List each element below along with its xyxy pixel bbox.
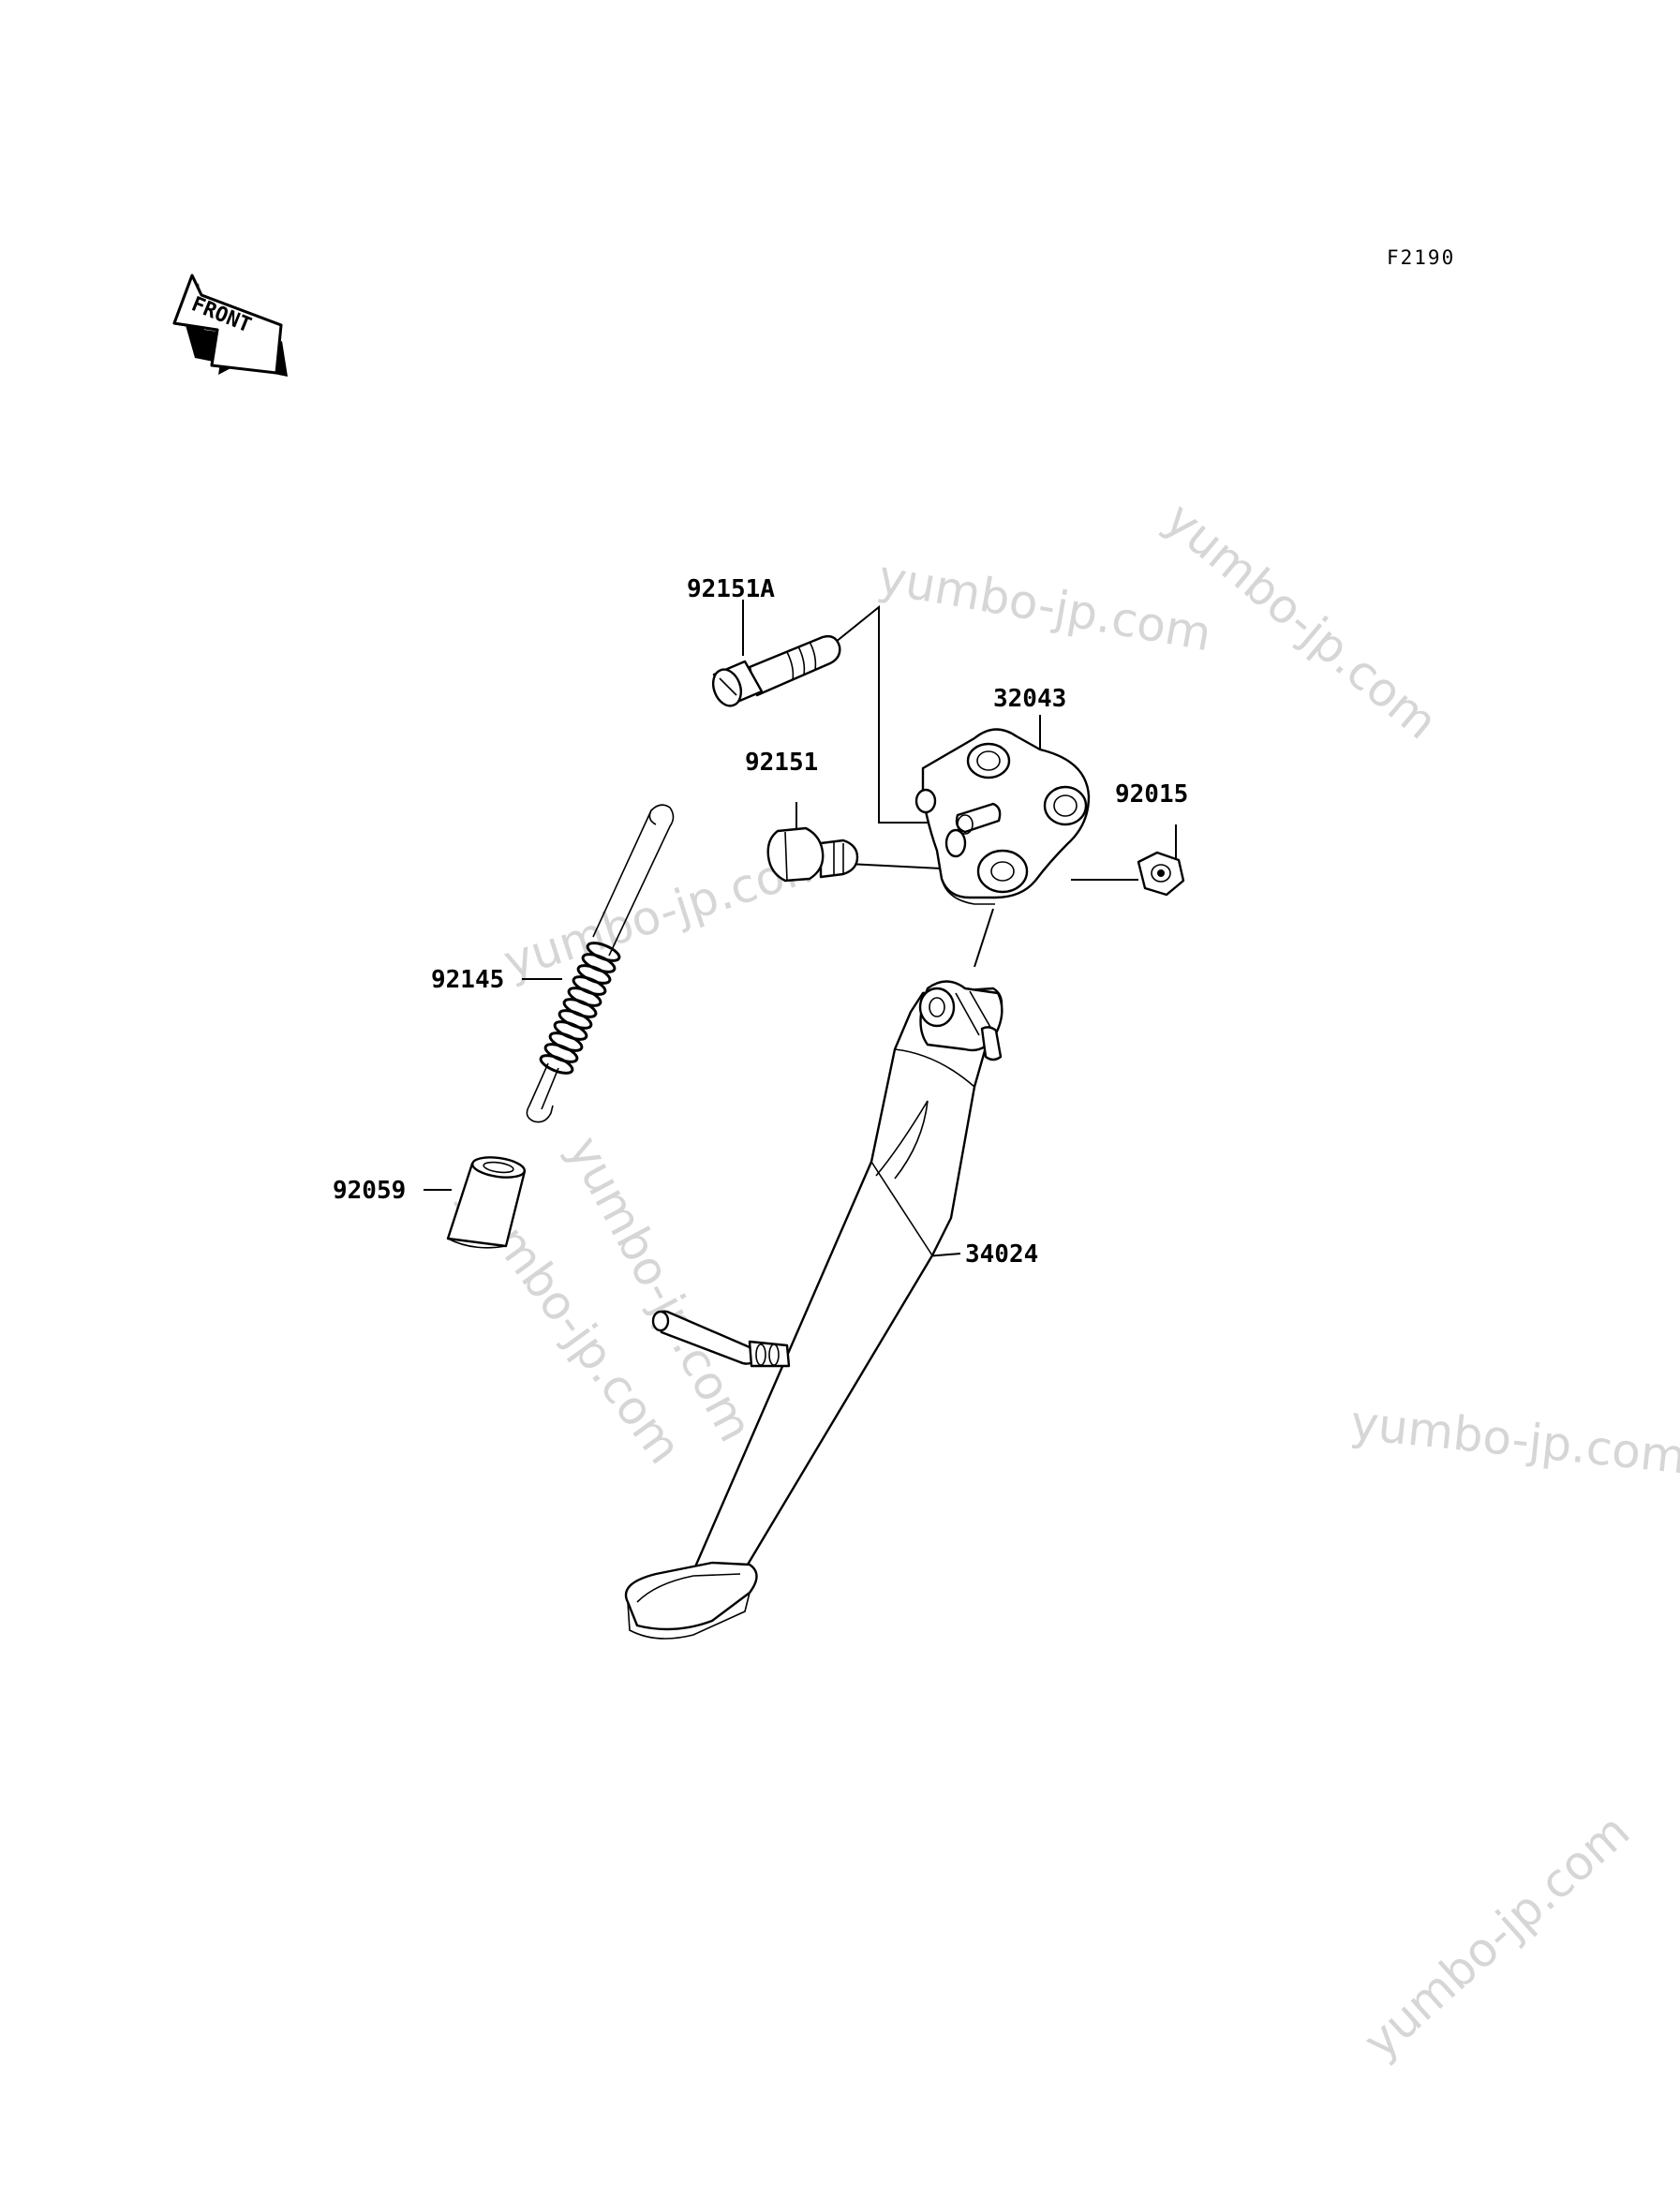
figure-code: F2190 [1387, 246, 1455, 269]
watermark: yumbo-jp.com [874, 550, 1215, 662]
spring-coils [539, 942, 621, 1075]
part-number-92151: 92151 [745, 749, 818, 777]
watermark: yumbo-jp.com [1353, 1804, 1640, 2070]
collar-92059 [446, 1156, 527, 1249]
part-labels: 92151A 32043 92151 92015 92145 92059 340… [333, 575, 1188, 1269]
part-number-92059: 92059 [333, 1177, 406, 1205]
spring-92145 [526, 804, 675, 1123]
bolt-92151 [766, 826, 859, 883]
nut-92015 [1137, 851, 1185, 897]
part-number-92015: 92015 [1115, 780, 1188, 809]
part-number-34024: 34024 [965, 1240, 1038, 1269]
watermarks: yumbo-jp.com yumbo-jp.com yumbo-jp.com y… [450, 492, 1680, 2070]
watermark: yumbo-jp.com [1348, 1395, 1680, 1484]
side-stand-34024 [624, 980, 1004, 1640]
flange-bolt-92151a [711, 634, 841, 707]
stand-bracket-32043 [914, 728, 1091, 905]
part-number-32043: 32043 [993, 685, 1066, 713]
front-arrow-icon: FRONT [172, 274, 288, 377]
part-number-92151a: 92151A [687, 575, 775, 603]
part-number-92145: 92145 [431, 966, 504, 994]
